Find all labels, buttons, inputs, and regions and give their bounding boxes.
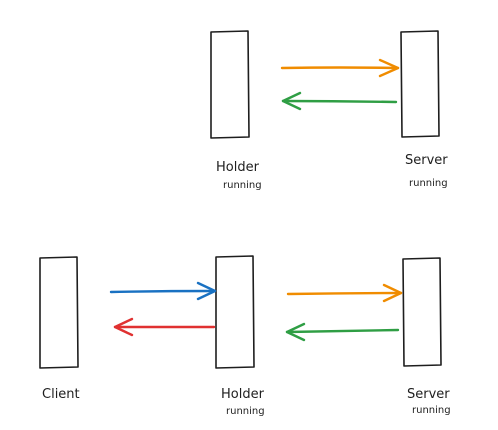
top-server-label: Server	[405, 153, 448, 168]
top-holder-label: Holder	[216, 160, 260, 175]
bottom-server-request-arrow	[286, 283, 403, 303]
top-holder-box[interactable]	[210, 30, 250, 139]
top-server-box[interactable]	[400, 30, 440, 138]
bottom-server-response-arrow-line	[285, 328, 400, 334]
bottom-server-response-arrow	[285, 322, 400, 342]
bottom-client-response-arrow-head	[113, 317, 134, 337]
top-holder-status: running	[223, 180, 262, 191]
top-request-arrow	[280, 58, 400, 78]
bottom-server-status: running	[412, 405, 451, 416]
bottom-client-request-arrow-line	[109, 289, 217, 294]
top-response-arrow-line	[281, 99, 398, 104]
bottom-server-box[interactable]	[402, 257, 442, 367]
bottom-holder-status: running	[226, 406, 265, 417]
bottom-diagram: Client Holder running Server running	[39, 255, 451, 417]
bottom-client-request-arrow-head	[196, 281, 217, 301]
top-request-arrow-head	[378, 58, 400, 78]
bottom-server-request-arrow-head	[382, 283, 403, 303]
top-diagram: Holder running Server running	[210, 30, 448, 191]
bottom-server-request-arrow-line	[286, 291, 403, 296]
top-server-status: running	[409, 178, 448, 189]
bottom-server-response-arrow-head	[285, 322, 306, 342]
top-response-arrow	[281, 91, 398, 111]
bottom-holder-box[interactable]	[215, 255, 255, 369]
bottom-client-box[interactable]	[39, 256, 79, 369]
top-response-arrow-head	[281, 91, 302, 111]
bottom-client-label: Client	[42, 387, 80, 402]
bottom-server-label: Server	[407, 387, 450, 402]
bottom-holder-label: Holder	[221, 387, 265, 402]
bottom-client-request-arrow	[109, 281, 217, 301]
bottom-client-response-arrow	[113, 317, 216, 337]
top-request-arrow-line	[280, 66, 400, 70]
